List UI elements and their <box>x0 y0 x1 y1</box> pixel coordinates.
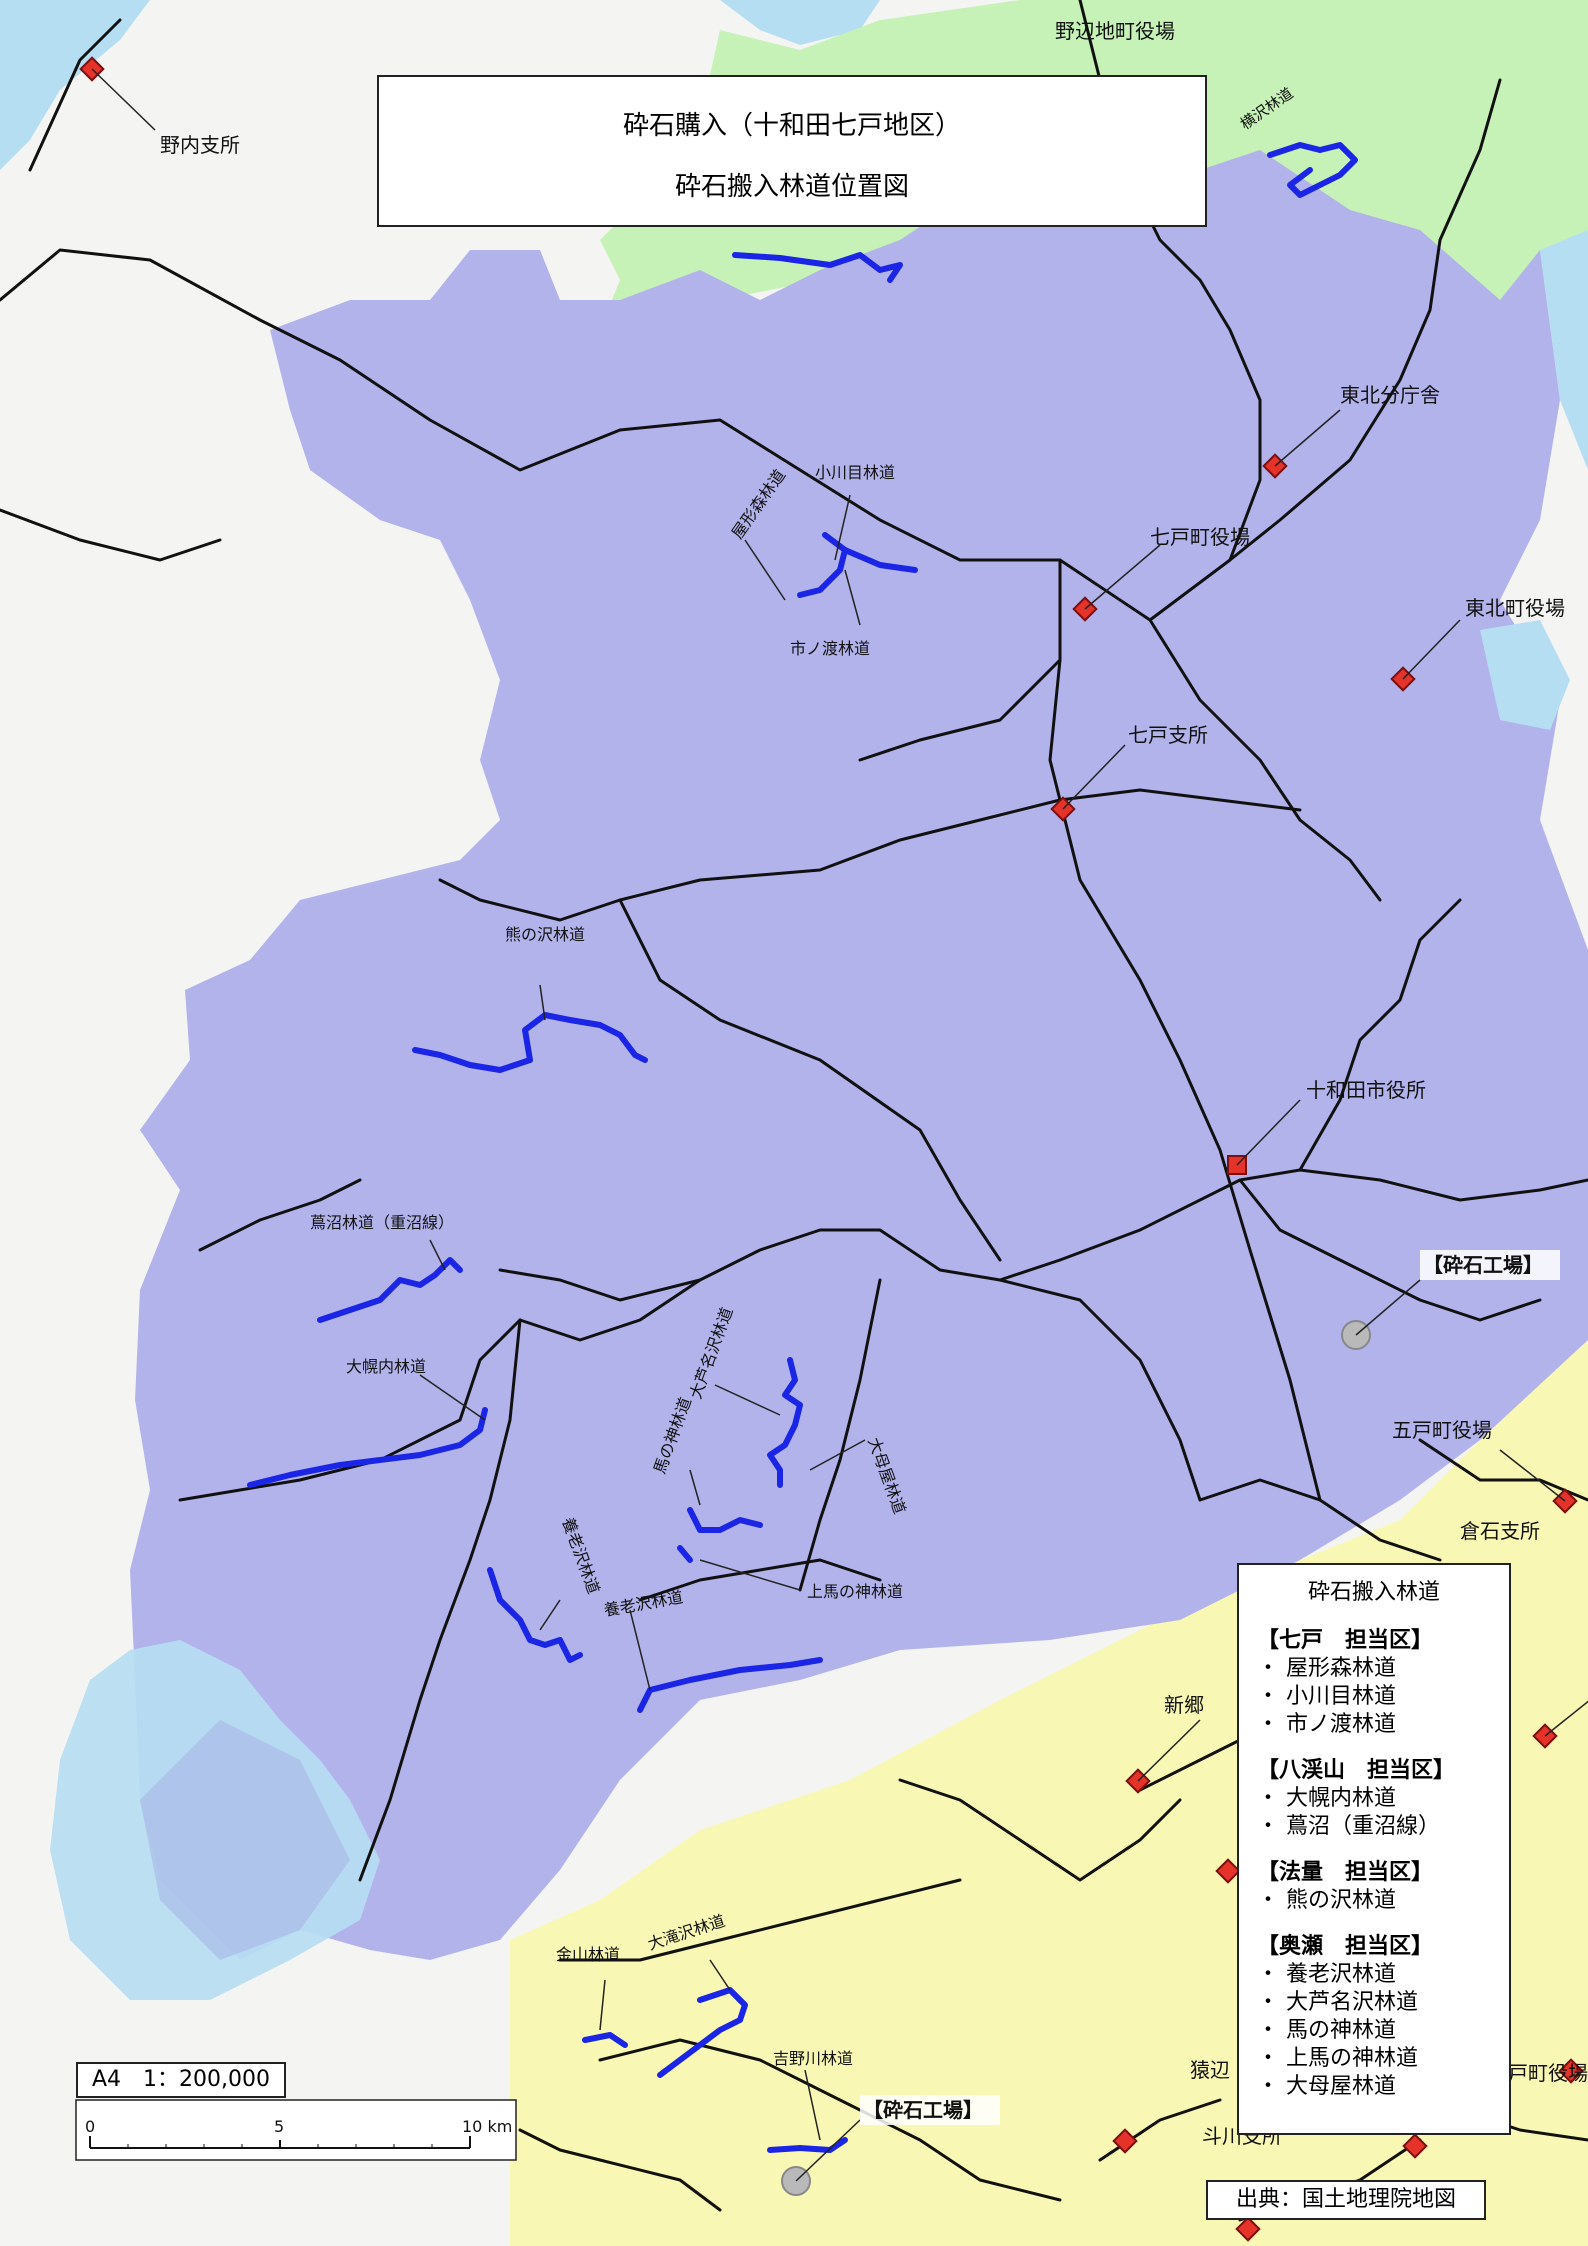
legend-item: 大母屋林道 <box>1257 2073 1491 2101</box>
label-quarry-2: 【砕石工場】 <box>863 2098 983 2122</box>
legend-group-title: 【八渓山 担当区】 <box>1257 1758 1456 1783</box>
label-sarube: 猿辺 <box>1190 2058 1230 2082</box>
lake-ogawara <box>1540 230 1588 470</box>
legend-box: 砕石搬入林道 【七戸 担当区】 屋形森林道 小川目林道 市ノ渡林道 【八渓山 担… <box>1237 1563 1511 2135</box>
scale-label-box: A4 1：200,000 <box>76 2062 286 2098</box>
scale-tick-0: 0 <box>85 2117 95 2136</box>
label-ichinowatari: 市ノ渡林道 <box>790 639 870 658</box>
scale-tick-5: 5 <box>274 2117 284 2136</box>
office-marker-sarube <box>1112 2128 1138 2154</box>
label-tohoku-branch: 東北分庁舎 <box>1340 383 1440 407</box>
office-marker-sannohe <box>1558 2058 1584 2084</box>
bay-area <box>720 0 880 45</box>
legend-item: 市ノ渡林道 <box>1257 1711 1491 1739</box>
legend-item: 熊の沢林道 <box>1257 1887 1491 1915</box>
sea-area <box>0 0 150 170</box>
legend-group-okuse: 【奥瀬 担当区】 養老沢林道 大芦名沢林道 馬の神林道 上馬の神林道 大母屋林道 <box>1257 1933 1491 2101</box>
legend-item: 馬の神林道 <box>1257 2017 1491 2045</box>
map-title: 砕石購入（十和田七戸地区） <box>622 111 961 141</box>
forest-road-yokosawa <box>1267 142 1358 198</box>
forest-road-umanokami <box>687 1507 763 1533</box>
label-shichinohe-town: 七戸町役場 <box>1150 525 1250 549</box>
forest-road-tsutanuma <box>317 1257 463 1323</box>
legend-item: 養老沢林道 <box>1257 1961 1491 1989</box>
label-yoshinogawa: 吉野川林道 <box>773 2049 853 2068</box>
forest-road-yoshinogawa <box>767 2137 848 2153</box>
forest-road-kamiumanokami <box>677 1545 693 1563</box>
legend-item: 蔦沼（重沼線） <box>1257 1813 1491 1841</box>
label-shichinohe-branch: 七戸支所 <box>1128 723 1208 747</box>
map-subtitle: 砕石搬入林道位置図 <box>674 172 909 202</box>
label-kuraishi: 倉石支所 <box>1460 1519 1540 1543</box>
forest-road-oashinasawa <box>767 1357 803 1488</box>
legend-item: 上馬の神林道 <box>1257 2045 1491 2073</box>
forest-road-yorosawa-south <box>637 1657 823 1713</box>
legend-item: 大芦名沢林道 <box>1257 1989 1491 2017</box>
label-ogawame: 小川目林道 <box>815 463 895 482</box>
forest-road-north <box>732 252 903 283</box>
scale-bar: 0 5 10 km <box>75 2099 517 2161</box>
label-nonai: 野内支所 <box>160 133 240 157</box>
label-kumanosawa: 熊の沢林道 <box>505 925 585 944</box>
label-sannohe: 戸町役場 <box>1508 2061 1588 2085</box>
office-marker-east <box>1215 1858 1241 1884</box>
label-shingo: 新郷 <box>1164 1693 1204 1717</box>
label-quarry-1: 【砕石工場】 <box>1423 1253 1543 1277</box>
scale-label: A4 1：200,000 <box>91 2067 271 2092</box>
forest-road-yorosawa <box>487 1567 583 1663</box>
legend-group-title: 【七戸 担当区】 <box>1257 1628 1434 1653</box>
label-towada: 十和田市役所 <box>1306 1078 1426 1102</box>
legend-group-horyo: 【法量 担当区】 熊の沢林道 <box>1257 1859 1491 1915</box>
leader-lines <box>91 68 1588 2182</box>
label-noheji: 野辺地町役場 <box>1055 19 1175 43</box>
legend-group-title: 【奥瀬 担当区】 <box>1257 1934 1434 1959</box>
legend-item: 屋形森林道 <box>1257 1655 1491 1683</box>
label-kanayama: 金山林道 <box>556 1945 620 1964</box>
legend-group-shichinohe: 【七戸 担当区】 屋形森林道 小川目林道 市ノ渡林道 <box>1257 1627 1491 1739</box>
scale-tick-10: 10 km <box>462 2117 512 2136</box>
title-box: 砕石購入（十和田七戸地区） 砕石搬入林道位置図 <box>377 75 1207 227</box>
forest-roads[interactable] <box>247 142 1358 2153</box>
legend-heading: 砕石搬入林道 <box>1307 1580 1440 1605</box>
forest-road-ohorouchi <box>247 1407 488 1488</box>
source-text: 出典：国土地理院地図 <box>1235 2187 1456 2212</box>
office-marker-south <box>1235 2216 1261 2242</box>
label-tohoku-town: 東北町役場 <box>1465 596 1565 620</box>
source-credit: 出典：国土地理院地図 <box>1206 2180 1486 2220</box>
lake-outline-district <box>140 1720 350 1960</box>
forest-road-kumanosawa <box>412 1012 648 1073</box>
label-gonohe: 五戸町役場 <box>1392 1418 1492 1442</box>
legend-group-hakkeisan: 【八渓山 担当区】 大幌内林道 蔦沼（重沼線） <box>1257 1757 1491 1841</box>
district-area[interactable] <box>130 150 1588 1960</box>
legend-item: 小川目林道 <box>1257 1683 1491 1711</box>
label-tsutanuma: 蔦沼林道（重沼線） <box>310 1213 454 1232</box>
label-ohorouchi: 大幌内林道 <box>346 1357 426 1376</box>
lake-ane <box>1480 620 1570 730</box>
legend-item: 大幌内林道 <box>1257 1785 1491 1813</box>
forest-road-otakisawa <box>657 1987 748 2078</box>
office-marker-kawa <box>1402 2133 1428 2159</box>
forest-road-ogawame-branch <box>842 547 918 573</box>
legend-group-title: 【法量 担当区】 <box>1257 1860 1434 1885</box>
label-kamiumanokami: 上馬の神林道 <box>807 1582 903 1601</box>
forest-road-kanayama <box>582 2032 628 2048</box>
